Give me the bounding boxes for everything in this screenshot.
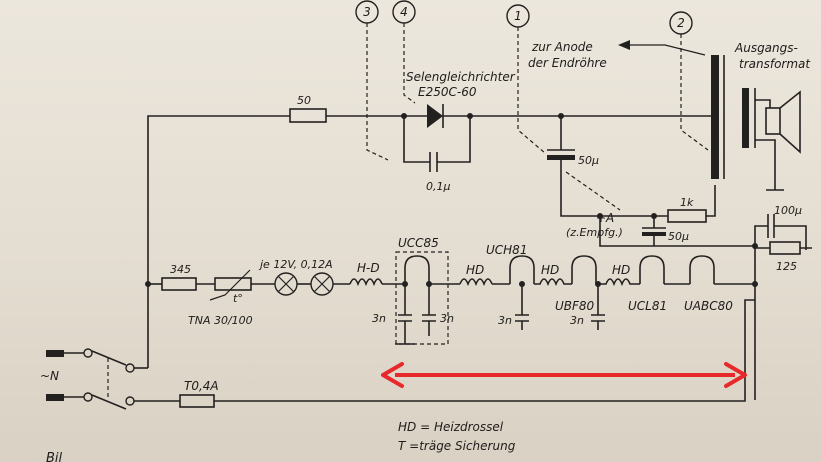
choke-hd-label: H-D: [357, 261, 380, 275]
ntc-label: TNA 30/100: [188, 314, 253, 327]
footer-caption: Bil: [46, 451, 63, 462]
resistor-125: [769, 241, 801, 255]
callout-leaders: [355, 0, 709, 211]
resistor-345-label: 345: [170, 263, 191, 276]
ucc85-label: UCC85: [398, 236, 439, 250]
ucc85-box: [395, 251, 449, 345]
lamps-label: je 12V, 0,12A: [258, 258, 333, 271]
cap-3n-2-label: 3n: [440, 312, 454, 325]
diode-symbol: [427, 104, 443, 128]
b-plus-wiring: [147, 104, 755, 368]
callout-2: 2: [677, 16, 685, 30]
rectifier-name: Selengleichrichter: [406, 70, 516, 84]
fuse-label: T0,4A: [184, 379, 219, 393]
callout-4: 4: [400, 5, 408, 19]
resistor-1k-label: 1k: [680, 196, 694, 209]
transformer-label-1: Ausgangs-: [734, 41, 798, 55]
cap-3n-4-label: 3n: [570, 314, 584, 327]
resistor-50-label: 50: [297, 94, 311, 107]
anode-label-2: der Endröhre: [528, 56, 607, 70]
mains-label: ~N: [40, 369, 59, 383]
hd2-label: HD: [466, 263, 484, 277]
heater-chain: [145, 214, 812, 400]
resistor-345: [161, 277, 197, 291]
red-double-arrow: [381, 362, 747, 388]
cap-50-bottom-label: 50µ: [668, 230, 689, 243]
legend-hd: HD = Heizdrossel: [398, 420, 504, 434]
callout-3: 3: [363, 5, 371, 19]
hd4-label: HD: [612, 263, 630, 277]
hd3-label: HD: [541, 263, 559, 277]
anode-label-1: zur Anode: [531, 40, 593, 54]
plus-a-label: +A: [596, 211, 614, 225]
ntc-t-label: t°: [233, 292, 243, 305]
ucl81-label: UCL81: [628, 299, 667, 313]
fuse-symbol: [179, 394, 215, 408]
mains-input: [46, 299, 755, 410]
transformer-label-2: transformat: [739, 57, 811, 71]
output-transformer: [711, 55, 801, 191]
rectifier-type: E250C-60: [418, 85, 477, 99]
ntc-resistor: [214, 277, 252, 291]
cap-3n-1-label: 3n: [372, 312, 386, 325]
plus-a-sub-label: (z.Empfg.): [566, 226, 623, 239]
uch81-label: UCH81: [486, 243, 527, 257]
resistor-125-label: 125: [776, 260, 797, 273]
cap-01-label: 0,1µ: [426, 180, 451, 193]
ubf80-label: UBF80: [555, 299, 595, 313]
uabc80-label: UABC80: [684, 299, 733, 313]
resistor-50: [289, 108, 327, 123]
cap-100-label: 100µ: [774, 204, 802, 217]
cap-3n-3-label: 3n: [498, 314, 512, 327]
callout-1: 1: [514, 9, 522, 23]
resistor-1k: [667, 209, 707, 223]
legend-t: T =träge Sicherung: [398, 439, 516, 453]
cap-50-top-label: 50µ: [578, 154, 599, 167]
